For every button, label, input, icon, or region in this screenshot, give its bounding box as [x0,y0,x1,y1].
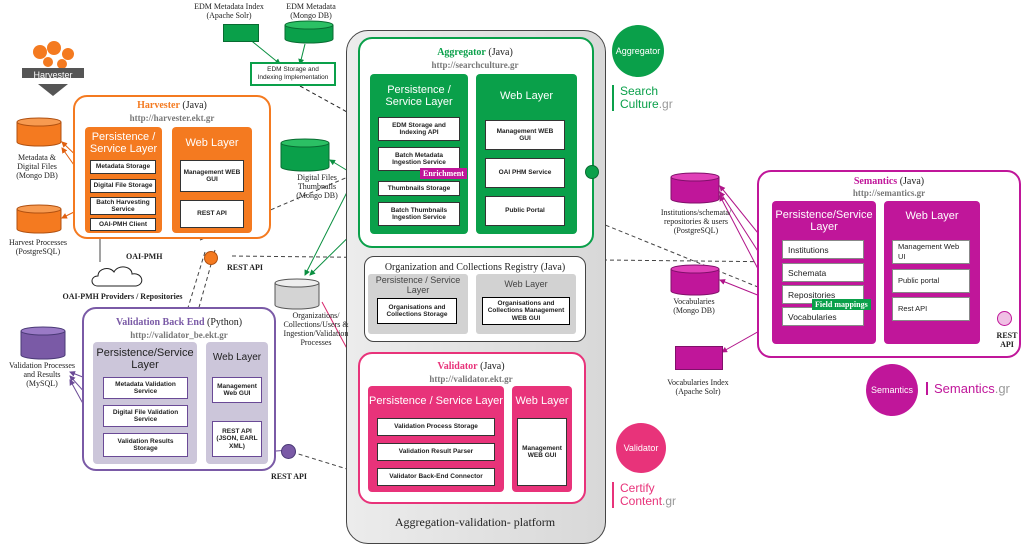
semantics-logo-icon: Semantics [866,364,918,416]
aggregator-public-portal: Public Portal [485,196,565,226]
harvester-oai-client: OAI-PMH Client [90,218,156,231]
semantics-mgmt-ui: Management Web UI [892,240,970,264]
semantics-vocabularies: Vocabularies [782,307,864,326]
registry-persistence-title: Persistence / Service Layer [375,275,461,295]
edm-metadata-db-icon [284,20,334,44]
harvester-db2-label: Harvest Processes (PostgreSQL) [9,238,67,256]
oai-providers-label: OAI-PMH Providers / Repositories [62,292,183,301]
searchculture-brand: Search Culture.gr [612,85,673,111]
registry-db-label: Organizations/ Collections/Users & Inges… [283,311,349,347]
harvester-batch-harvesting: Batch Harvesting Service [90,197,156,215]
semantics-schemata: Schemata [782,263,864,282]
semantics-title: Semantics (Java) [853,176,925,187]
harvester-mgmt-gui: Management WEB GUI [180,160,244,192]
field-mappings-tag: Field mappings [812,299,871,310]
edm-metadata-label: EDM Metadata (Mongo DB) [286,2,336,20]
harvester-logo-icon [22,41,84,96]
harvester-mongo-db-icon [16,117,62,147]
validator-web-title: Web Layer [515,395,569,407]
aggregator-thumbnails-storage: Thumbnails Storage [378,181,460,196]
platform-label: Aggregation-validation- platform [394,515,556,529]
registry-mgmt-gui: Organisations and Collections Management… [482,297,570,325]
registry-org-storage: Organisations and Collections Storage [377,298,457,324]
aggregator-batch-metadata: Batch Metadata Ingestion Service [378,147,460,171]
backend-mgmt-gui: Management Web GUI [212,377,262,403]
harvester-rest-box: REST API [180,200,244,228]
backend-persistence-title: Persistence/Service Layer [96,347,194,371]
validator-result-parser: Validation Result Parser [377,443,495,461]
edm-index-label: EDM Metadata Index (Apache Solr) [194,2,264,20]
semantics-web-title: Web Layer [905,210,959,222]
thumbnails-db-icon [280,138,330,172]
harvester-logo-label: Harvester [33,70,73,80]
validator-process-storage: Validation Process Storage [377,418,495,436]
harvester-metadata-storage: Metadata Storage [90,160,156,174]
semantics-institutions: Institutions [782,240,864,259]
semantics-rest-dot [997,311,1012,326]
backend-db-label: Validation Processes and Results (MySQL) [9,361,75,388]
semantics-mongo-db-icon [670,264,720,296]
edm-storage-impl-box: EDM Storage and Indexing Implementation [250,62,336,86]
registry-db-icon [274,278,320,310]
aggregator-web-title: Web Layer [500,90,553,102]
aggregator-batch-thumbnails: Batch Thumbnails Ingestion Service [378,202,460,226]
backend-rest-label: REST API [270,472,308,481]
backend-rest-box: REST API (JSON, EARL XML) [212,421,262,457]
edm-index-icon [223,24,259,42]
aggregator-logo-icon: Aggregator [612,25,664,77]
semantics-index-label: Vocabularies Index (Apache Solr) [667,378,729,396]
semantics-url: http://semantics.gr [852,188,926,198]
validator-title: Validator (Java) [437,361,505,372]
semantics-rest-label: REST API [996,331,1018,349]
enrichment-tag: Enrichment [420,168,467,179]
backend-metadata-validation: Metadata Validation Service [103,377,188,399]
backend-title: Validation Back End (Python) [115,317,243,328]
oai-pmh-label: OAI-PMH [126,252,163,261]
validator-logo-icon: Validator [616,423,666,473]
validator-url: http://validator.ekt.gr [429,374,513,384]
harvester-url: http://harvester.ekt.gr [129,113,215,123]
semantics-index-icon [675,346,723,370]
semantics-rest-api-box: Rest API [892,297,970,321]
backend-url: http://validator_be.ekt.gr [130,330,228,340]
semantics-public-portal: Public portal [892,269,970,293]
registry-title: Organization and Collections Registry (J… [384,262,566,273]
semantics-brand: Semantics.gr [926,382,1010,395]
backend-web-title: Web Layer [212,352,262,363]
aggregator-oai-dot [585,165,599,179]
harvester-db1-label: Metadata & Digital Files (Mongo DB) [16,153,58,180]
semantics-postgres-db-icon [670,172,720,204]
aggregator-persistence-title: Persistence / Service Layer [385,84,453,108]
semantics-persistence-title: Persistence/Service Layer [775,209,873,233]
harvester-title: Harvester (Java) [137,100,207,111]
validator-persistence-title: Persistence / Service Layer [369,395,503,407]
validator-backend-connector: Validator Back-End Connector [377,468,495,486]
aggregator-edm-storage: EDM Storage and Indexing API [378,117,460,141]
backend-file-validation: Digital File Validation Service [103,405,188,427]
cloud-icon [91,266,143,287]
semantics-db1-label: Institutions/schemata/ repositories & us… [660,208,732,235]
backend-results-storage: Validation Results Storage [103,433,188,457]
harvester-postgres-db-icon [16,204,62,234]
thumbnails-db-label: Digital Files Thumbnails (Mongo DB) [296,173,338,200]
registry-web-title: Web Layer [504,279,548,289]
backend-mysql-db-icon [20,326,66,360]
aggregator-mgmt-gui: Management WEB GUI [485,120,565,150]
harvester-digital-file-storage: Digital File Storage [90,179,156,193]
validator-mgmt-gui: Management WEB GUI [517,418,567,486]
aggregator-url: http://searchculture.gr [431,60,519,70]
semantics-db2-label: Vocabularies (Mongo DB) [673,297,715,315]
harvester-persistence-title: Persistence / Service Layer [89,131,158,155]
certifycontent-brand: Certify Content.gr [612,482,676,508]
harvester-web-title: Web Layer [185,137,239,149]
aggregator-oai-service: OAI PHM Service [485,158,565,188]
aggregator-title: Aggregator (Java) [437,47,513,58]
harvester-rest-label: REST API [226,263,264,272]
harvester-rest-dot [204,251,218,265]
backend-rest-dot [281,444,296,459]
